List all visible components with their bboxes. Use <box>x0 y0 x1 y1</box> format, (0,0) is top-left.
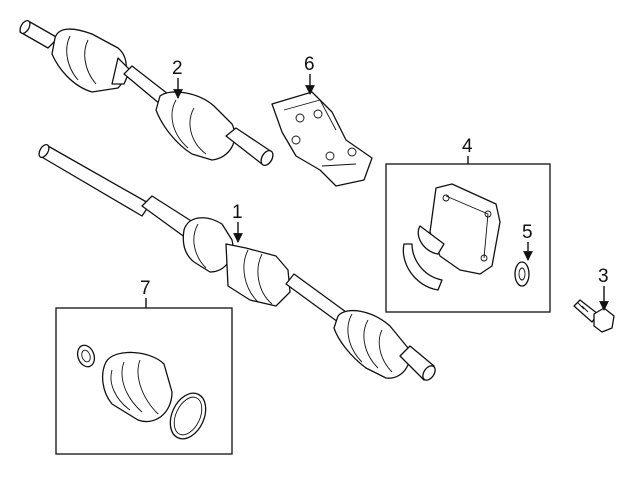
bolt-part <box>573 299 615 333</box>
callout-4: 4 <box>462 136 473 157</box>
upper-axle-shaft <box>19 19 274 167</box>
callout-7: 7 <box>140 278 151 299</box>
callout-1: 1 <box>232 202 243 223</box>
bracket-part <box>271 91 373 187</box>
washer-part <box>514 261 530 287</box>
callout-2: 2 <box>172 58 183 79</box>
main-axle-shaft <box>38 143 436 381</box>
callout-5: 5 <box>522 222 533 243</box>
bearing-bracket-part <box>402 183 501 291</box>
callout-3: 3 <box>598 266 609 287</box>
boot-kit-part <box>76 344 207 440</box>
callout-6: 6 <box>304 54 315 75</box>
